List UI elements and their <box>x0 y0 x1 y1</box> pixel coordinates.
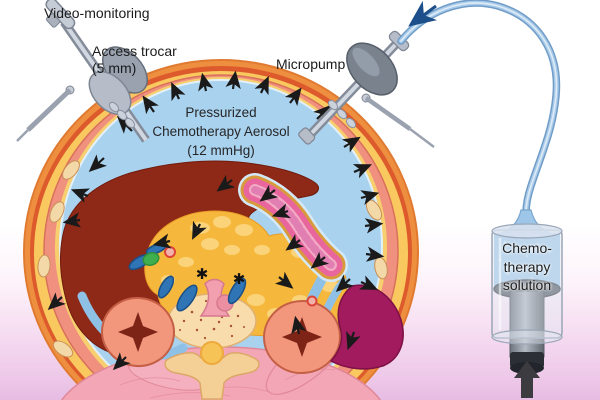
asterisk-markers: ✱ ✱ <box>196 266 246 288</box>
muscle-texture <box>119 368 336 399</box>
aerosol-line1: Pressurized <box>185 105 257 120</box>
access-trocar-line1: Access trocar <box>92 43 177 59</box>
left-kidney <box>101 296 175 368</box>
aerosol-line3: (12 mmHg) <box>187 143 255 158</box>
asterisk-marker: ✱ <box>196 266 209 283</box>
micropump-device <box>298 30 435 148</box>
laparoscope-trocar <box>16 0 150 143</box>
plunger-push-arrow <box>514 361 540 398</box>
chemotherapy-syringe <box>491 209 563 398</box>
micropump-label: Micropump <box>276 56 346 72</box>
insufflation-side-arm <box>16 85 75 142</box>
trocar-valve-body <box>88 70 132 116</box>
access-trocar-label: Access trocar(5 mm) <box>92 43 177 77</box>
spinal-canal <box>200 341 224 365</box>
asterisk-marker: ✱ <box>233 271 246 288</box>
vertebra <box>164 293 260 400</box>
chemo-line3: solution <box>502 277 552 293</box>
abdomen-cross-section: ✱ ✱ <box>23 59 419 400</box>
nebulizer-tip <box>298 127 316 145</box>
liquid-sparkle-texture <box>498 236 552 280</box>
chemo-solution-label: Chemo-therapy solution <box>489 239 565 295</box>
aerosol-line2: Chemotherapy Aerosol <box>152 124 290 139</box>
trocar-thread-bumps <box>108 101 136 129</box>
micropump-thread-bumps <box>327 99 357 129</box>
flow-direction-arrow <box>408 0 438 27</box>
micropump-side-arm <box>361 93 435 148</box>
chemo-line1: Chemo- <box>502 240 552 256</box>
injection-tube <box>397 0 561 217</box>
access-trocar-line2: (5 mm) <box>92 60 137 76</box>
aerosol-arrows <box>47 70 385 371</box>
plunger-rod <box>509 290 545 358</box>
camera-eyepiece <box>45 0 76 30</box>
gallbladder <box>142 251 160 267</box>
video-monitoring-label: Video-monitoring <box>44 5 150 21</box>
chemo-line2: therapy <box>503 258 551 275</box>
right-kidney <box>263 299 341 375</box>
